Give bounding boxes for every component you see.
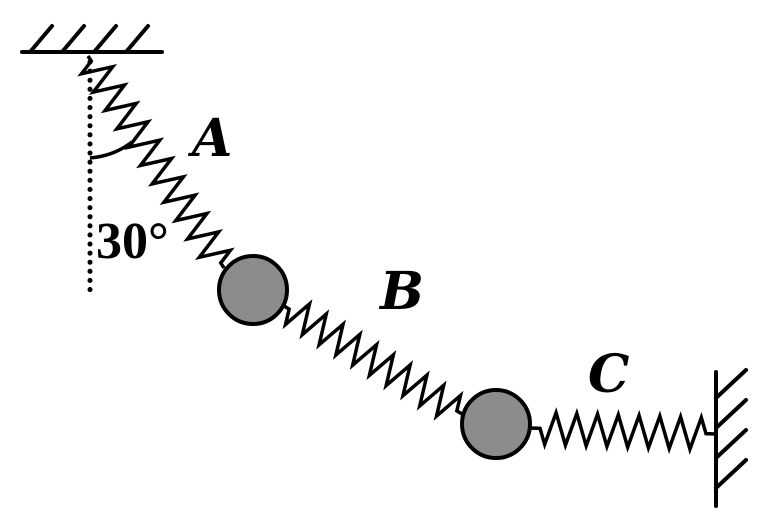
ball-lower bbox=[460, 388, 532, 460]
wall-hatch bbox=[714, 428, 748, 460]
spring-b bbox=[282, 299, 464, 421]
ceiling-hatch bbox=[124, 24, 150, 54]
ceiling-hatch bbox=[28, 24, 54, 54]
ceiling-hatch bbox=[92, 24, 118, 54]
spring-a bbox=[77, 55, 235, 269]
angle-arc bbox=[89, 140, 134, 160]
spring-c-label: C bbox=[588, 344, 629, 405]
ball-upper bbox=[217, 254, 289, 326]
wall-support bbox=[714, 368, 748, 508]
angle-label: 30° bbox=[96, 213, 169, 270]
ceiling-support bbox=[20, 24, 164, 54]
spring-c bbox=[529, 407, 717, 455]
wall-hatch bbox=[714, 398, 748, 430]
wall-hatch bbox=[714, 458, 748, 490]
spring-a-label: A bbox=[187, 108, 232, 169]
spring-b-label: B bbox=[378, 261, 424, 322]
wall-hatch bbox=[714, 368, 748, 400]
ceiling-hatch bbox=[60, 24, 86, 54]
